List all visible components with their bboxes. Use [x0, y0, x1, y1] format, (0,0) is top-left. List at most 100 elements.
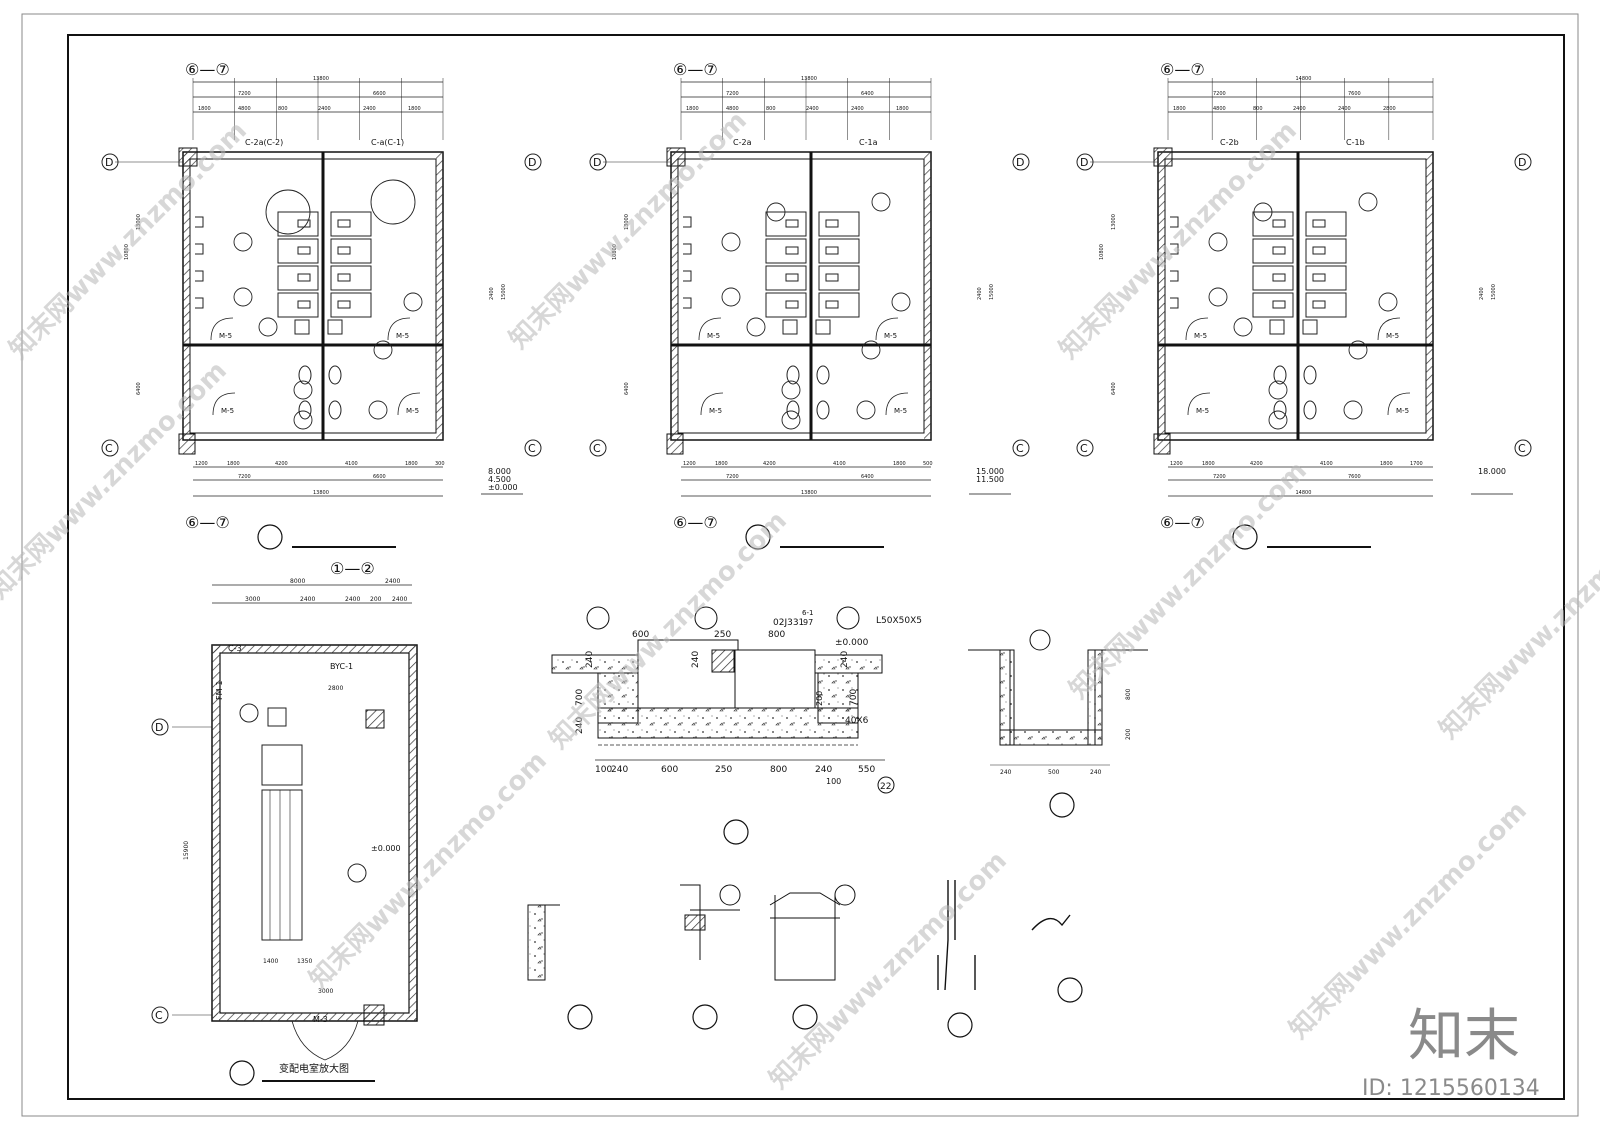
plan-side-dim: 15000: [1491, 284, 1497, 300]
plan-side-dim: 10800: [612, 244, 618, 260]
trench-section: 600 250 800 02J331 97 6-1 L50X50X5 ±0.00…: [551, 606, 922, 845]
trench-axis: 22: [880, 782, 891, 792]
plan-side-dim: 2400: [489, 287, 495, 300]
plan-side-dim: 2400: [977, 287, 983, 300]
plan-bot-dim: 4100: [1320, 461, 1333, 467]
plan-bot-dim: 4100: [833, 461, 846, 467]
trench-bot-dim-1: 100: [595, 765, 612, 775]
pit-dim-2: 500: [1048, 769, 1060, 776]
plan-axis-top: ⑥—⑦: [1160, 60, 1205, 79]
trench-bot-dim-5: 800: [770, 765, 787, 775]
watermark-text: 知末网www.znzmo.com: [1054, 116, 1303, 365]
trench-ref: 02J331: [773, 618, 804, 628]
er-door: M-3: [313, 1015, 328, 1024]
trench-bot-dim-2: 240: [611, 765, 628, 775]
plan-right-span: 7600: [1348, 91, 1361, 97]
er-dim-inner-2: 1400: [263, 958, 278, 965]
inner-frame: [67, 34, 1565, 1100]
er-sub-5: 2400: [392, 596, 407, 603]
plan-door-label: M-5: [894, 407, 907, 415]
brand-logo: 知末: [1408, 1004, 1520, 1069]
plan-axis-C-right: C: [1016, 442, 1024, 455]
plan-seg-dim: 2400: [851, 106, 864, 112]
outer-frame: [21, 13, 1579, 1117]
pit-section: 240 500 240 800 200: [968, 629, 1148, 818]
pit-vert-1: 800: [1125, 688, 1132, 700]
plan-axis-bottom: ⑥—⑦: [1160, 513, 1205, 532]
plan-elevation: 11.500: [976, 475, 1004, 484]
trench-steel: L50X50X5: [876, 616, 922, 626]
plan-side-dim: 15000: [501, 284, 507, 300]
plan-seg-dim: 1800: [1173, 106, 1186, 112]
trench-extra-dim: 100: [826, 777, 841, 786]
plan-left-span-bottom: 7200: [726, 474, 739, 480]
trench-top-dim-3: 800: [768, 630, 785, 640]
plan-side-dim: 6400: [624, 382, 630, 395]
er-label-byc: BYC-1: [330, 662, 353, 671]
plan-left-span: 7200: [1213, 91, 1226, 97]
plan-total-dim: 14800: [1296, 76, 1312, 82]
plan-door-label: M-5: [884, 332, 897, 340]
plan-bot-dim: 1800: [405, 461, 418, 467]
trench-vert-5: 240: [840, 651, 850, 668]
plan-total-dim: 13800: [313, 76, 329, 82]
pit-vert-2: 200: [1125, 728, 1132, 740]
plan-bot-dim: 4100: [345, 461, 358, 467]
plan-seg-dim: 2800: [1383, 106, 1396, 112]
trench-bot-dim-6: 240: [815, 765, 832, 775]
plan-total-dim: 13800: [801, 76, 817, 82]
plan-seg-dim: 1800: [896, 106, 909, 112]
plan-window-right: C-1b: [1346, 138, 1365, 147]
plan-right-span: 6600: [373, 91, 386, 97]
plan-bot-dim: 4200: [275, 461, 288, 467]
er-dim-top-2: 2400: [385, 578, 400, 585]
plan-left-span: 7200: [726, 91, 739, 97]
plan-bot-dim: 1200: [683, 461, 696, 467]
plan-seg-dim: 2400: [318, 106, 331, 112]
trench-top-dim-1: 600: [632, 630, 649, 640]
plan-right-span-bottom: 6600: [373, 474, 386, 480]
plan-elevation: 18.000: [1478, 467, 1506, 476]
plan-window-left: C-2b: [1220, 138, 1239, 147]
er-sub-4: 200: [370, 596, 382, 603]
plan-total-dim-bottom: 14800: [1296, 490, 1312, 496]
plan-door-label: M-5: [406, 407, 419, 415]
er-label-fm: FM-1: [215, 681, 224, 700]
plan-door-label: M-5: [1194, 332, 1207, 340]
plan-door-label: M-5: [707, 332, 720, 340]
trench-ref-sub: 6-1: [802, 609, 813, 617]
plan-axis-C-right: C: [1518, 442, 1526, 455]
plan-right-span-bottom: 6400: [861, 474, 874, 480]
plan-elevation: 8.000: [488, 467, 511, 476]
watermark-text: 知末网www.znzmo.com: [1434, 496, 1600, 745]
plan-total-dim-bottom: 13800: [313, 490, 329, 496]
plan-side-dim: 6400: [136, 382, 142, 395]
plan-seg-dim: 2400: [1338, 106, 1351, 112]
er-sub-1: 3000: [245, 596, 260, 603]
er-dim-inner-1: 3000: [318, 988, 333, 995]
plan-door-label: M-5: [709, 407, 722, 415]
plan-seg-dim: 2400: [363, 106, 376, 112]
plan-axis-top: ⑥—⑦: [185, 60, 230, 79]
plan-seg-dim: 4800: [238, 106, 251, 112]
plan-side-dim: 2400: [1479, 287, 1485, 300]
plan-side-dim: 13000: [1111, 214, 1117, 230]
plan-seg-dim: 800: [766, 106, 776, 112]
trench-vert-2: 240: [691, 651, 701, 668]
small-details: [527, 880, 1083, 1038]
plan-bot-dim: 1200: [195, 461, 208, 467]
trench-vert-7: 200: [815, 691, 824, 706]
trench-bot-dim-4: 250: [715, 765, 732, 775]
electric-room-axis: ①—②: [330, 559, 375, 578]
trench-bot-dim-7: 550: [858, 765, 875, 775]
plan-bot-dim: 1800: [715, 461, 728, 467]
er-dim-inner-3: 1350: [297, 958, 312, 965]
plan-axis-D-right: D: [1518, 156, 1526, 169]
plan-axis-D-left: D: [593, 156, 601, 169]
plan-axis-bottom: ⑥—⑦: [185, 513, 230, 532]
plan-side-dim: 6400: [1111, 382, 1117, 395]
plan-elevation: 4.500: [488, 475, 511, 484]
